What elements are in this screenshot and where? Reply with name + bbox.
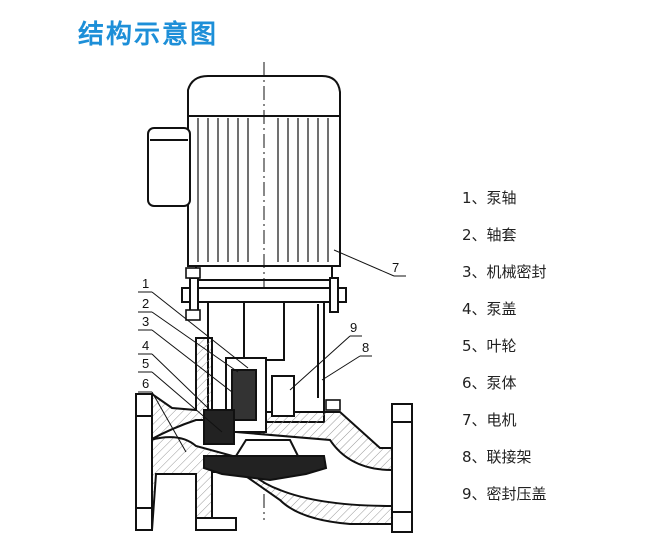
callout-6: 6 xyxy=(142,376,149,391)
callout-2: 2 xyxy=(142,296,149,311)
motor xyxy=(147,75,341,281)
callout-3: 3 xyxy=(142,314,149,329)
leader-lines xyxy=(138,249,406,453)
legend-item-mechanical-seal: 3、机械密封 xyxy=(462,263,547,281)
bolts xyxy=(185,267,341,411)
page-title: 结构示意图 xyxy=(78,20,219,50)
legend-item-shaft-sleeve: 2、轴套 xyxy=(462,226,517,244)
legend-item-motor: 7、电机 xyxy=(462,411,517,429)
callout-9: 9 xyxy=(350,320,357,335)
legend-item-pump-body: 6、泵体 xyxy=(462,374,517,392)
callout-7: 7 xyxy=(392,260,399,275)
legend-item-impeller: 5、叶轮 xyxy=(462,337,517,355)
callout-1: 1 xyxy=(142,276,149,291)
impeller xyxy=(203,357,328,482)
legend-item-seal-gland: 9、密封压盖 xyxy=(462,485,547,503)
legend-item-pump-cover: 4、泵盖 xyxy=(462,300,517,318)
legend-item-bracket: 8、联接架 xyxy=(462,448,532,466)
legend-item-pump-shaft: 1、泵轴 xyxy=(462,189,517,207)
callout-5: 5 xyxy=(142,356,149,371)
callout-4: 4 xyxy=(142,338,149,353)
parts-legend: 1、泵轴 2、轴套 3、机械密封 4、泵盖 5、叶轮 6、泵体 7、电机 8、联… xyxy=(462,187,547,520)
callout-8: 8 xyxy=(362,340,369,355)
